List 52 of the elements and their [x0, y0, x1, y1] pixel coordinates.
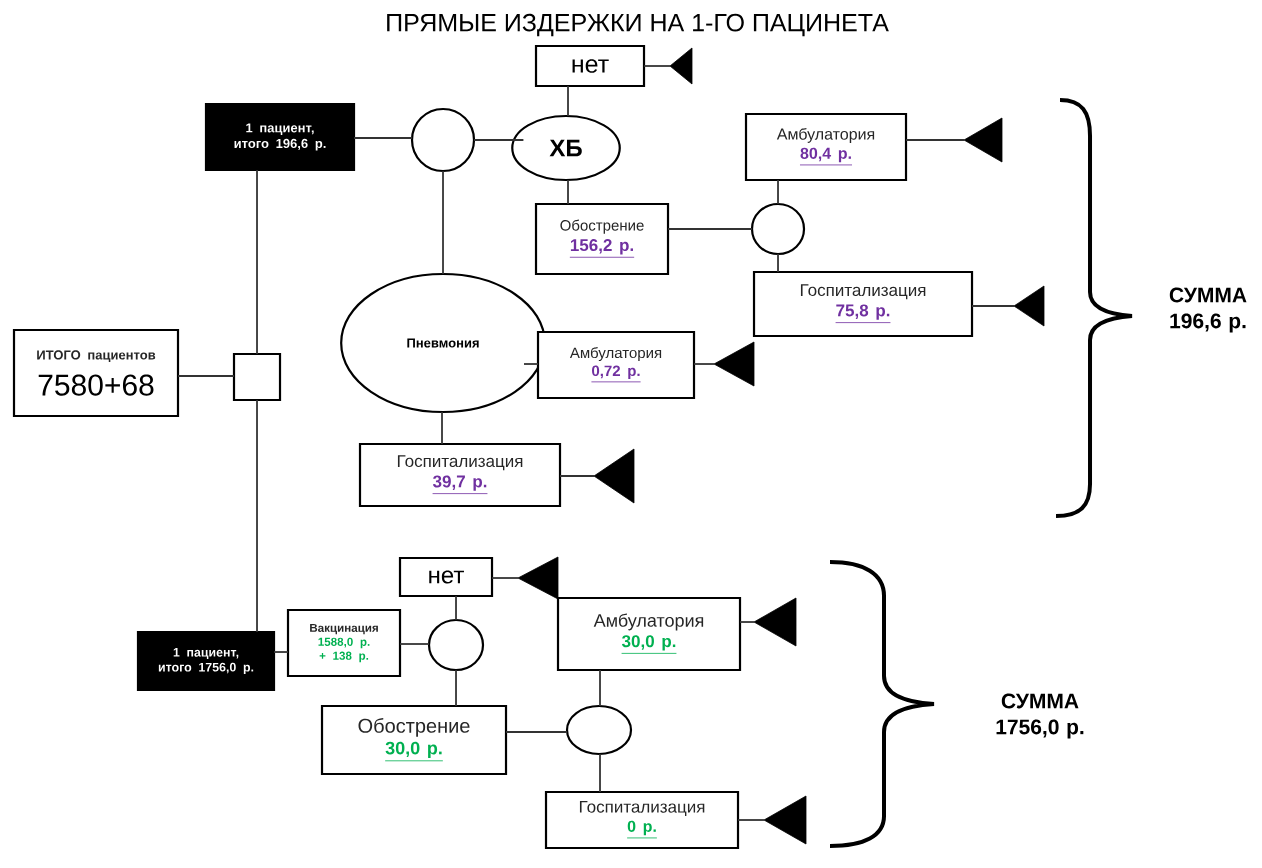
chance-circle — [565, 704, 633, 756]
branch-line — [737, 819, 765, 821]
branch-line — [442, 170, 444, 275]
branch-line — [567, 179, 569, 205]
cost-box: Госпитализация 0 р. — [544, 790, 740, 850]
branch-line — [693, 363, 715, 365]
branch-line — [559, 475, 595, 477]
branch-line — [777, 179, 779, 205]
cost-box: Госпитализация 39,7 р. — [358, 442, 562, 508]
cost-box: Госпитализация 75,8 р. — [752, 270, 974, 338]
branch-line — [256, 169, 258, 355]
sum-label: СУММА 196,6 р. — [1169, 287, 1247, 333]
terminal-triangle — [753, 597, 797, 647]
branch-line — [667, 228, 753, 230]
branch-line — [739, 621, 755, 623]
terminal-triangle — [963, 117, 1003, 163]
branch-line — [491, 577, 519, 579]
branch-line — [905, 139, 965, 141]
terminal-triangle — [713, 341, 755, 387]
chance-circle — [750, 202, 806, 256]
branch-line — [353, 137, 413, 139]
branch-line — [273, 651, 289, 653]
branch-line — [777, 253, 779, 273]
terminal-triangle — [517, 556, 559, 600]
title: ПРЯМЫЕ ИЗДЕРЖКИ НА 1-ГО ПАЦИНЕТА — [387, 13, 889, 37]
terminal-triangle — [1013, 285, 1045, 327]
branch-line — [177, 375, 235, 377]
outcome-box: нет — [534, 44, 646, 88]
branch-line — [399, 643, 430, 645]
branch-line — [455, 669, 457, 707]
branch-line — [473, 139, 525, 141]
cost-box: Амбулатория 30,0 р. — [556, 596, 742, 672]
sum-label: СУММА 1756,0 р. — [996, 693, 1084, 739]
decision-square — [232, 352, 282, 402]
branch-line — [441, 411, 443, 445]
branch-line — [505, 731, 569, 733]
chance-circle — [427, 618, 485, 672]
branch-line — [599, 753, 601, 793]
branch-line — [256, 399, 258, 633]
branch-line — [599, 669, 601, 707]
terminal-triangle — [593, 448, 635, 504]
cost-box: Амбулатория 80,4 р. — [744, 112, 908, 182]
chance-circle — [410, 107, 476, 173]
terminal-triangle — [763, 795, 807, 845]
terminal-triangle — [669, 47, 693, 85]
cost-box: Обострение 30,0 р. — [320, 704, 508, 776]
branch-line — [523, 363, 539, 365]
branch-line — [971, 305, 1015, 307]
branch-line — [455, 595, 457, 621]
branch-line — [643, 65, 671, 67]
branch-line — [567, 85, 569, 117]
outcome-box: нет — [398, 556, 494, 598]
